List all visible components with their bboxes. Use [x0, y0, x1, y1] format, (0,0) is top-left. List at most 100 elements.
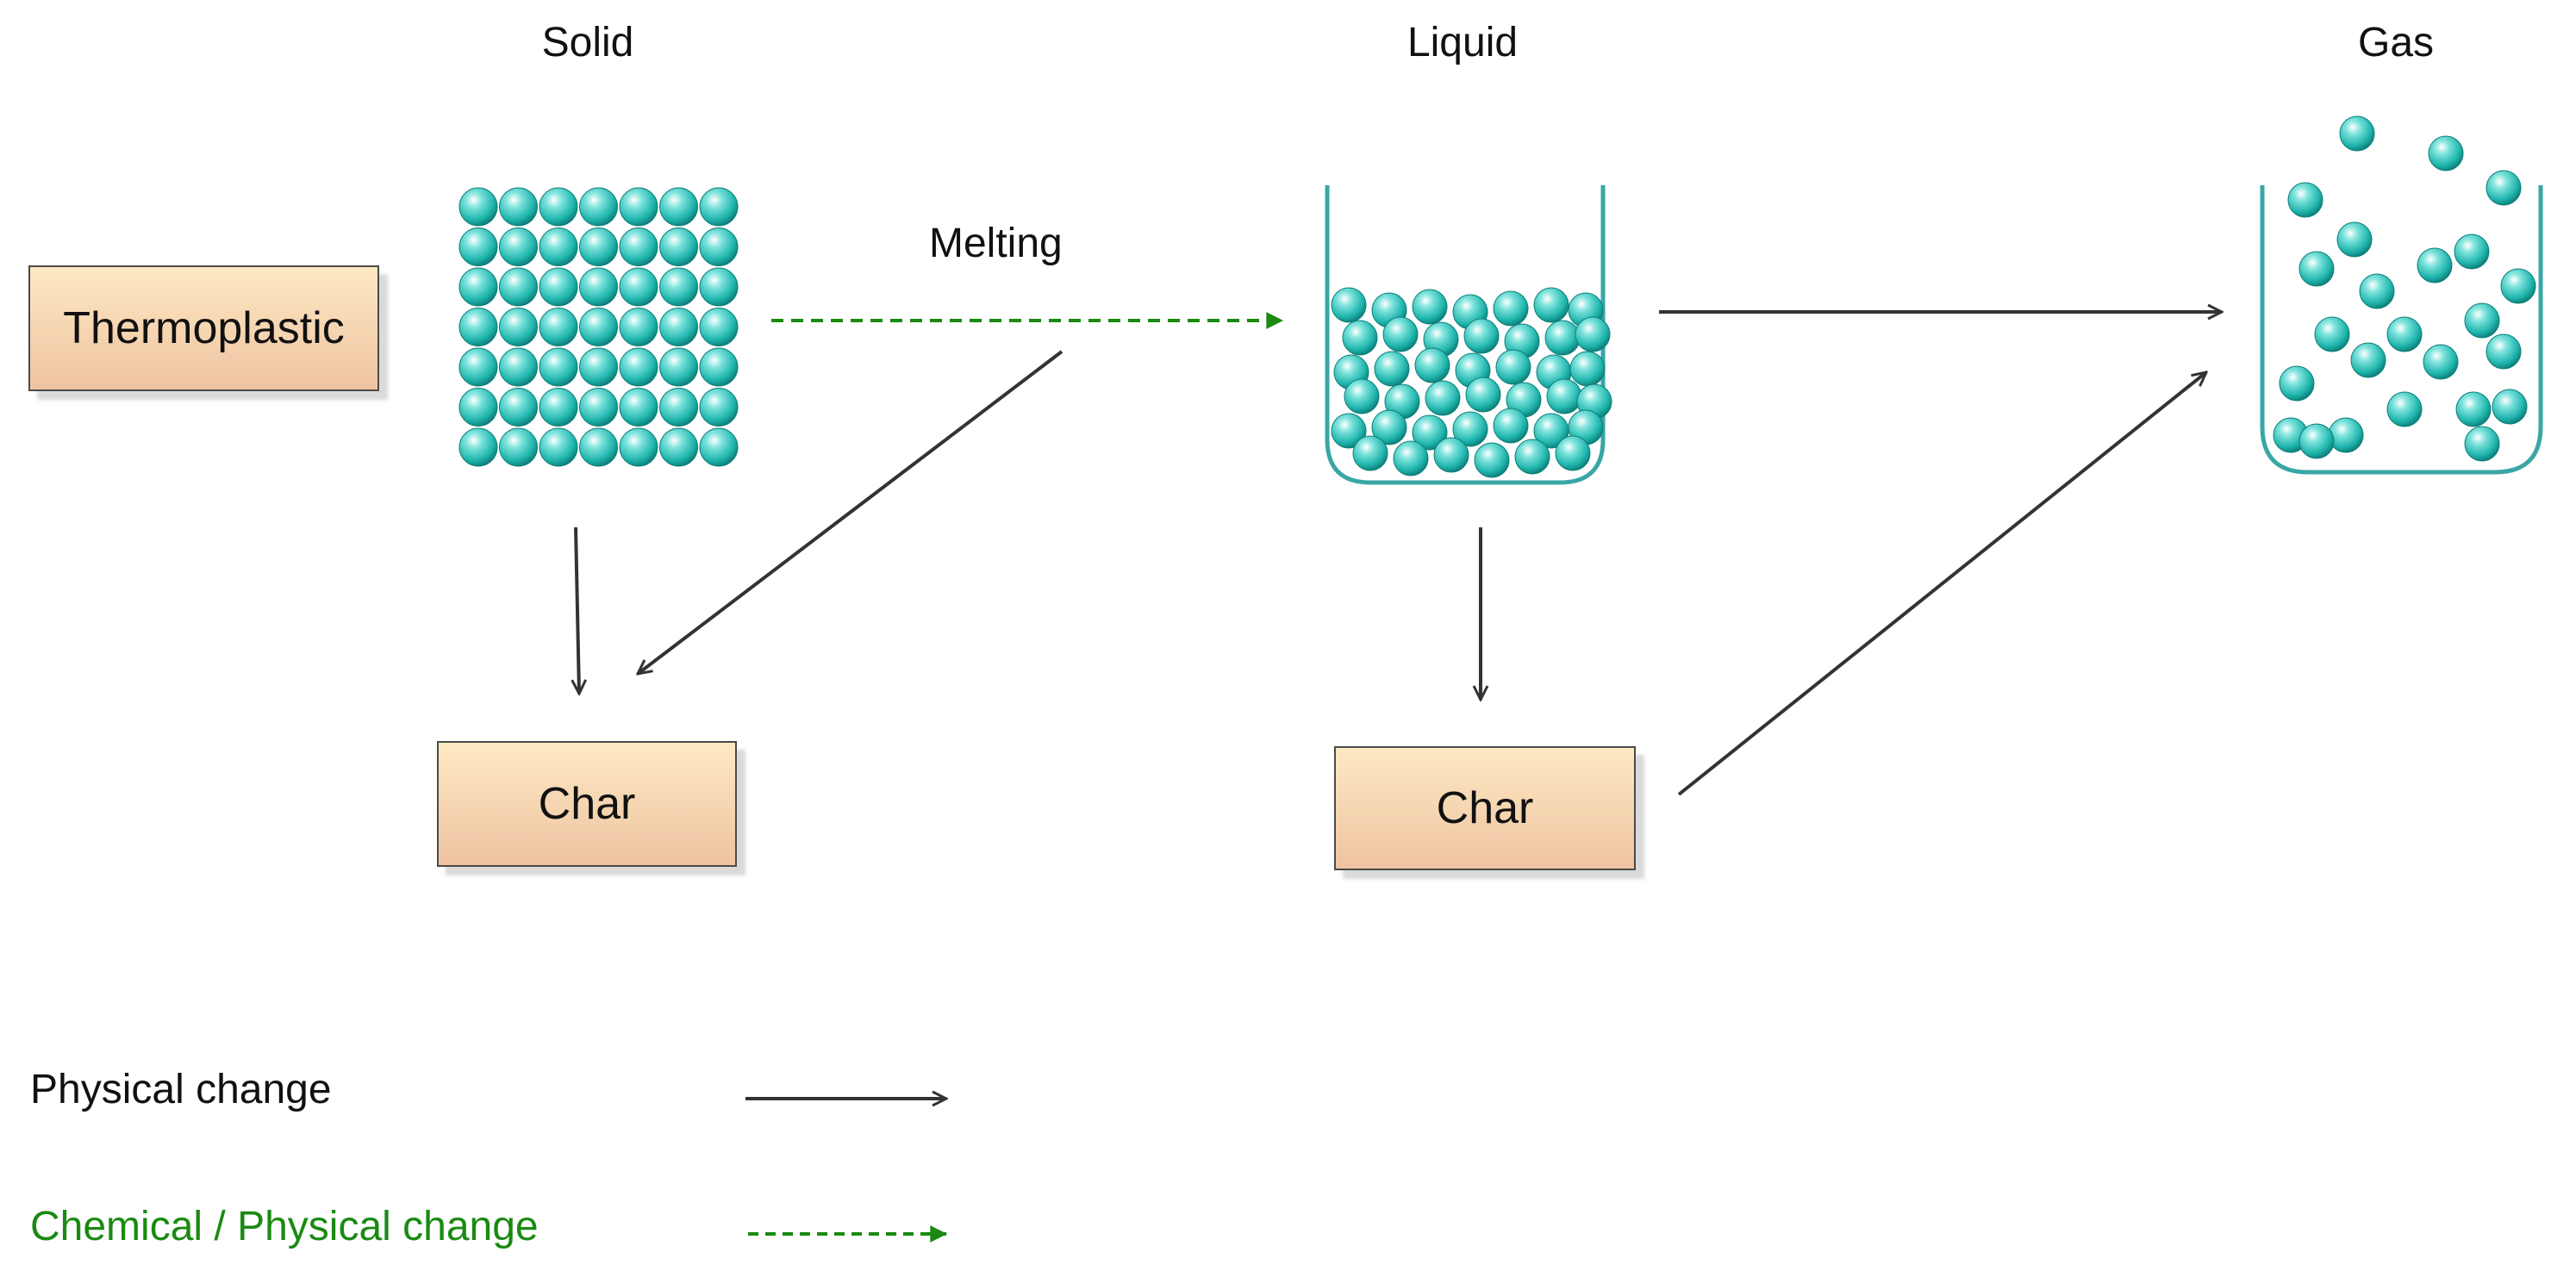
gas-particle — [2455, 391, 2492, 427]
solid-particle — [499, 227, 538, 266]
gas-particle — [2359, 273, 2395, 309]
solid-particle — [619, 308, 658, 346]
gas-particle — [2423, 344, 2459, 380]
gas-particle — [2350, 342, 2386, 378]
solid-particle — [579, 267, 618, 307]
liquid-particle — [1331, 287, 1367, 323]
gas-particle — [2464, 302, 2500, 339]
liquid-container — [1325, 185, 1606, 485]
gas-particle — [2298, 251, 2335, 287]
liquid-particle — [1546, 378, 1582, 414]
gas-particle — [2464, 426, 2500, 462]
gas-particle — [2386, 391, 2423, 427]
thermoplastic-box: Thermoplastic — [28, 265, 379, 391]
solid-particle — [659, 227, 698, 266]
liquid-particle — [1495, 349, 1531, 385]
gas-particle — [2298, 423, 2335, 459]
solid-particle — [699, 388, 739, 427]
solid-particle — [699, 308, 739, 346]
solid-particle — [699, 427, 739, 467]
gas-particle — [2339, 115, 2375, 152]
solid-particle — [458, 388, 498, 427]
solid-particle — [458, 427, 498, 467]
liquid-particle — [1412, 414, 1448, 451]
solid-particle — [619, 427, 658, 467]
gas-particle — [2314, 316, 2350, 352]
liquid-particle — [1533, 287, 1569, 323]
phase-label-gas: Gas — [2357, 20, 2435, 65]
gas-particle — [2486, 170, 2522, 206]
gas-particle — [2486, 333, 2522, 370]
solid-to-char-arrow — [576, 526, 579, 694]
solid-particle — [699, 187, 739, 227]
solid-particle — [659, 187, 698, 227]
solid-particle-grid — [458, 187, 739, 467]
liquid-particle — [1342, 320, 1378, 356]
gas-particle — [2428, 135, 2464, 171]
solid-particle — [659, 267, 698, 307]
liquid-particle — [1493, 290, 1529, 327]
liquid-particle — [1425, 380, 1461, 416]
gas-particle — [2417, 247, 2453, 283]
solid-particle — [579, 227, 618, 266]
char-box-solid: Char — [437, 741, 737, 867]
liquid-particle — [1514, 439, 1550, 475]
solid-particle — [499, 427, 538, 467]
liquid-particle — [1493, 408, 1529, 444]
thermoplastic-label: Thermoplastic — [63, 303, 345, 353]
solid-particle — [539, 187, 578, 227]
liquid-particle — [1412, 289, 1448, 325]
gas-particle — [2336, 221, 2373, 258]
solid-particle — [539, 388, 578, 427]
liquid-particle — [1555, 435, 1591, 471]
liquid-particle — [1465, 377, 1501, 413]
char-box-liquid: Char — [1334, 746, 1636, 870]
solid-particle — [539, 267, 578, 307]
solid-particle — [499, 388, 538, 427]
liquid-particle — [1371, 409, 1407, 445]
liquid-particle — [1414, 347, 1450, 383]
solid-particle — [659, 347, 698, 387]
solid-particle — [499, 187, 538, 227]
solid-particle — [579, 308, 618, 346]
liquid-particle — [1352, 435, 1388, 471]
liquid-particle — [1452, 411, 1488, 447]
solid-particle — [499, 347, 538, 387]
solid-particle — [619, 267, 658, 307]
solid-particle — [458, 227, 498, 266]
liquid-particle — [1474, 442, 1510, 478]
solid-particle — [458, 347, 498, 387]
liquid-particle — [1433, 437, 1469, 473]
gas-particle — [2386, 316, 2423, 352]
solid-particle — [458, 267, 498, 307]
solid-particle — [458, 187, 498, 227]
liquid-particle — [1382, 316, 1419, 352]
melting-label: Melting — [929, 221, 1063, 266]
solid-particle — [539, 227, 578, 266]
solid-particle — [539, 427, 578, 467]
gas-particle — [2454, 234, 2490, 270]
gas-particle-cloud — [2273, 115, 2536, 462]
liquid-particle — [1569, 351, 1606, 387]
solid-particle — [499, 267, 538, 307]
gas-container — [2260, 185, 2543, 475]
solid-particle — [699, 267, 739, 307]
char-to-gas-arrow — [1677, 372, 2206, 796]
solid-particle — [539, 308, 578, 346]
liquid-particle-cluster — [1331, 287, 1612, 478]
liquid-particle — [1575, 316, 1611, 352]
liquid-particle — [1374, 351, 1410, 387]
legend-chemical-label: Chemical / Physical change — [30, 1204, 539, 1249]
solid-particle — [699, 347, 739, 387]
solid-particle — [659, 388, 698, 427]
gas-particle — [2492, 389, 2528, 425]
char-solid-label: Char — [538, 779, 636, 829]
legend-physical-label: Physical change — [30, 1067, 332, 1112]
melting-to-char-arrow — [638, 350, 1063, 674]
liquid-particle — [1331, 413, 1367, 449]
gas-particle — [2287, 182, 2323, 218]
liquid-particle — [1344, 378, 1380, 414]
phase-label-liquid: Liquid — [1407, 20, 1519, 65]
solid-particle — [579, 427, 618, 467]
